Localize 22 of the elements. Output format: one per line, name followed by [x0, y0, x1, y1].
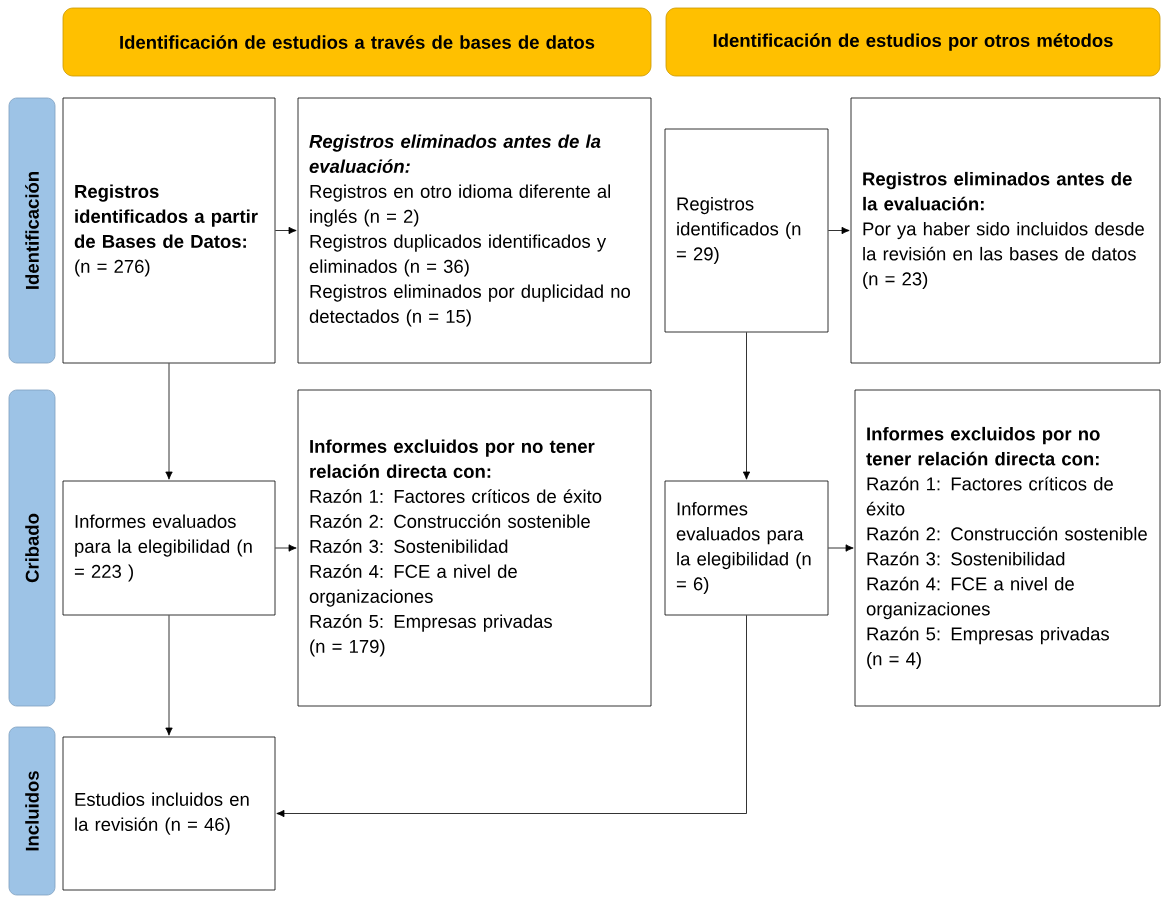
arrow: [275, 544, 297, 552]
section-header: Identificación de estudios por otros métodos: [665, 7, 1161, 77]
arrow: [165, 363, 173, 480]
process-box: Informes evaluados para la elegibilidad (n = 6): [664, 480, 829, 616]
section-header: Identificación de estudios a través de bases de datos: [62, 7, 652, 77]
phase-band: Identificación: [8, 97, 56, 364]
arrow: [165, 615, 173, 736]
process-box: Estudios incluidos en la revisión (n = 46): [62, 736, 276, 891]
arrow: [276, 615, 747, 818]
arrow: [828, 544, 854, 552]
process-box: Informes excluidos por no tener relación directa con: Razón 1: Factores críticos de éxito Razón 2: Construcción sostenible Razón 3: Sostenibilidad Razón 4: FCE a nivel de organizaciones Razón 5: Empresas privadas (n = 179): [297, 389, 652, 707]
arrow: [828, 226, 850, 235]
phase-band: Incluidos: [8, 726, 56, 896]
process-box: Registros eliminados antes de la evaluación: Registros en otro idioma diferente al inglés (n = 2) Registros duplicados identificados y eliminados (n = 36) Registros eliminados por duplicidad no detectados (n = 15): [297, 97, 652, 364]
process-box: Registros identificados (n = 29): [664, 128, 829, 333]
arrow: [742, 332, 751, 480]
arrow: [275, 226, 297, 235]
process-box: Registros identificados a partir de Bases de Datos: (n = 276): [62, 97, 276, 364]
process-box: Informes evaluados para la elegibilidad (n = 223 ): [62, 480, 276, 616]
process-box: Registros eliminados antes de la evaluación: Por ya haber sido incluidos desde la revisión en las bases de datos (n = 23): [850, 97, 1161, 364]
process-box: Informes excluidos por no tener relación directa con: Razón 1: Factores críticos de éxito Razón 2: Construcción sostenible Razón 3: Sostenibilidad Razón 4: FCE a nivel de organizaciones Razón 5: Empresas privadas (n = 4): [854, 389, 1161, 707]
phase-band: Cribado: [8, 389, 56, 707]
